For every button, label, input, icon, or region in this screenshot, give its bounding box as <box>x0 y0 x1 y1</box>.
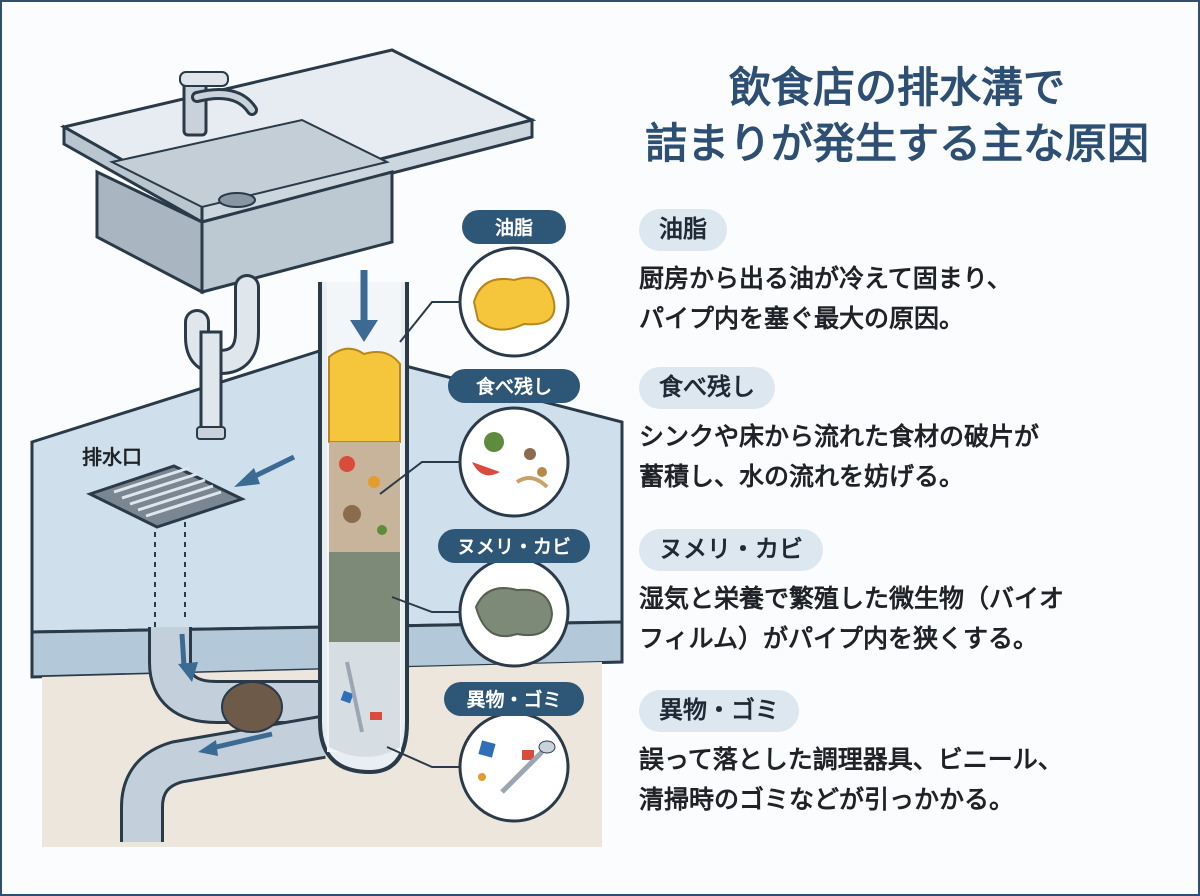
page-title: 飲食店の排水溝で 詰まりが発生する主な原因 <box>602 60 1192 172</box>
tag-grease-label: 油脂 <box>495 217 533 239</box>
tag-food-label: 食べ残し <box>476 375 552 398</box>
tag-debris: 異物・ゴミ <box>444 682 584 716</box>
cutaway-pipe <box>318 270 409 775</box>
drain-illustration: 排水口 <box>2 2 642 894</box>
cause-food: 食べ残し シンクや床から流れた食材の破片が 蓄積し、水の流れを妨げる。 <box>639 367 1179 497</box>
clog-mass <box>221 681 283 733</box>
outlet-pipe <box>120 715 326 842</box>
cause-grease-description: 厨房から出る油が冷えて固まり、 パイプ内を塞ぐ最大の原因。 <box>639 264 1012 333</box>
drain-grate-icon <box>86 464 246 627</box>
callout-food <box>458 406 570 518</box>
food-layer <box>329 442 400 552</box>
cause-biofilm-description: 湿気と栄養で繁殖した微生物（バイオ フィルム）がパイプ内を狭くする。 <box>639 584 1065 653</box>
callout-biofilm <box>458 556 570 668</box>
cause-biofilm: ヌメリ・カビ 湿気と栄養で繁殖した微生物（バイオ フィルム）がパイプ内を狭くする… <box>639 529 1179 659</box>
flow-arrow-icon <box>234 454 296 487</box>
tag-debris-label: 異物・ゴミ <box>466 688 561 711</box>
broccoli-icon <box>484 432 504 452</box>
underground-pipe <box>148 627 332 724</box>
tomato-icon <box>472 462 500 476</box>
grease-layer <box>328 347 401 443</box>
cause-biofilm-title: ヌメリ・カビ <box>639 529 823 571</box>
tag-food: 食べ残し <box>448 369 580 403</box>
faucet-icon <box>179 71 258 137</box>
title-line-2: 詰まりが発生する主な原因 <box>644 119 1149 168</box>
biofilm-layer <box>329 552 400 650</box>
cause-grease-title: 油脂 <box>639 209 727 251</box>
debris-layer <box>329 642 400 757</box>
spoon-icon <box>500 750 544 794</box>
callout-grease <box>458 246 570 358</box>
cause-grease: 油脂 厨房から出る油が冷えて固まり、 パイプ内を塞ぐ最大の原因。 <box>639 209 1179 339</box>
tag-biofilm: ヌメリ・カビ <box>438 529 590 563</box>
tag-grease: 油脂 <box>462 210 566 244</box>
tag-biofilm-label: ヌメリ・カビ <box>457 536 571 558</box>
cause-debris-title: 異物・ゴミ <box>639 690 799 732</box>
cause-debris: 異物・ゴミ 誤って落とした調理器具、ビニール、 清掃時のゴミなどが引っかかる。 <box>639 690 1179 820</box>
sink-icon <box>59 48 537 295</box>
drain-label: 排水口 <box>82 445 142 469</box>
title-line-1: 飲食店の排水溝で <box>728 63 1065 112</box>
callout-debris <box>458 711 570 823</box>
cause-food-title: 食べ残し <box>639 367 775 409</box>
cause-food-description: シンクや床から流れた食材の破片が 蓄積し、水の流れを妨げる。 <box>639 422 1040 491</box>
sink-trap-pipe <box>184 274 260 440</box>
leader-lines <box>379 301 460 768</box>
cause-debris-description: 誤って落とした調理器具、ビニール、 清掃時のゴミなどが引っかかる。 <box>639 745 1063 814</box>
